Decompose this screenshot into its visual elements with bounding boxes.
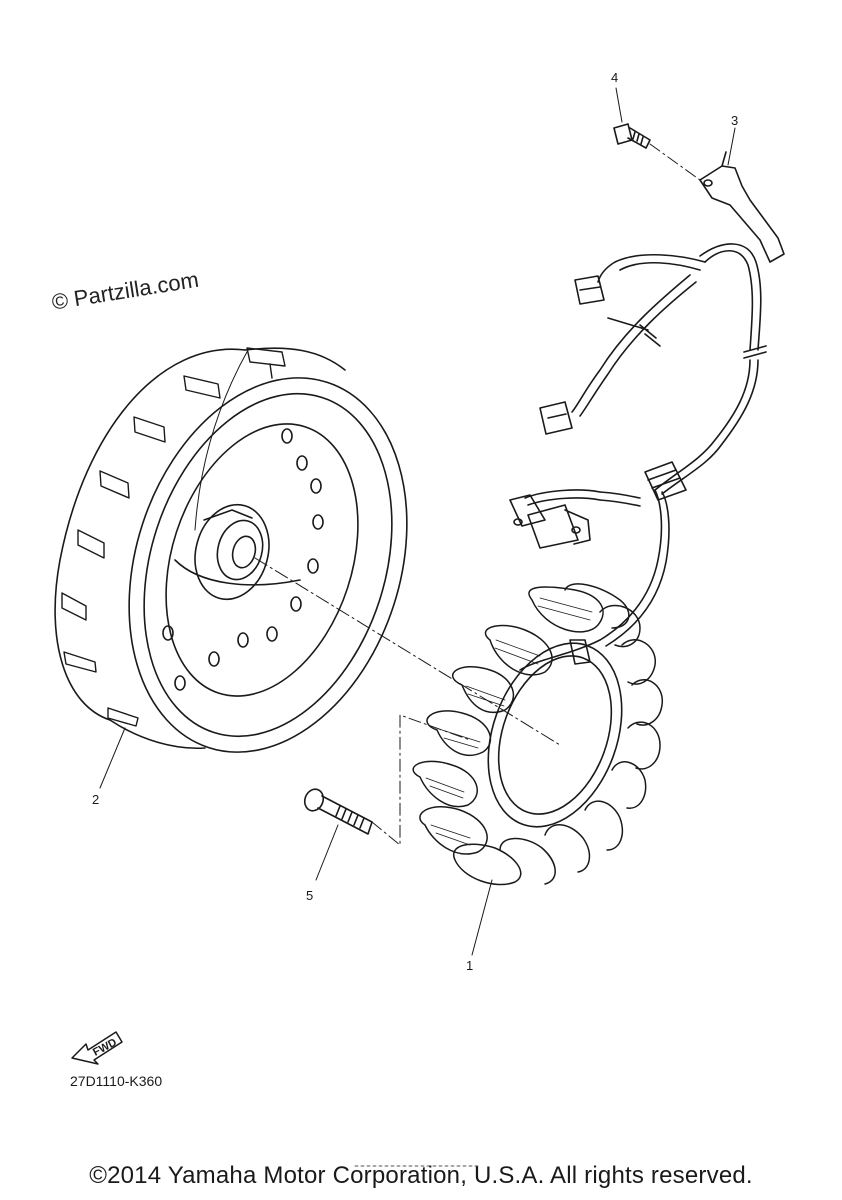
callout-1: 1 (466, 958, 474, 973)
callout-3: 3 (731, 113, 739, 128)
callout-4: 4 (611, 70, 619, 85)
leader-lines (99, 87, 736, 956)
clamp-bracket (699, 151, 785, 263)
fwd-label: FWD (91, 1036, 119, 1058)
rotor-flywheel (54, 347, 408, 753)
bolt-part-5 (303, 788, 373, 835)
stator-assembly (412, 489, 670, 886)
fwd-arrow-icon: FWD (70, 1022, 126, 1071)
wire-harness (509, 243, 767, 549)
callout-2: 2 (92, 792, 100, 807)
copyright-notice: ©2014 Yamaha Motor Corporation, U.S.A. A… (89, 1162, 753, 1189)
screw-part-4 (613, 123, 651, 149)
callout-5: 5 (306, 888, 314, 903)
diagram-code: 27D1110-K360 (70, 1073, 163, 1089)
